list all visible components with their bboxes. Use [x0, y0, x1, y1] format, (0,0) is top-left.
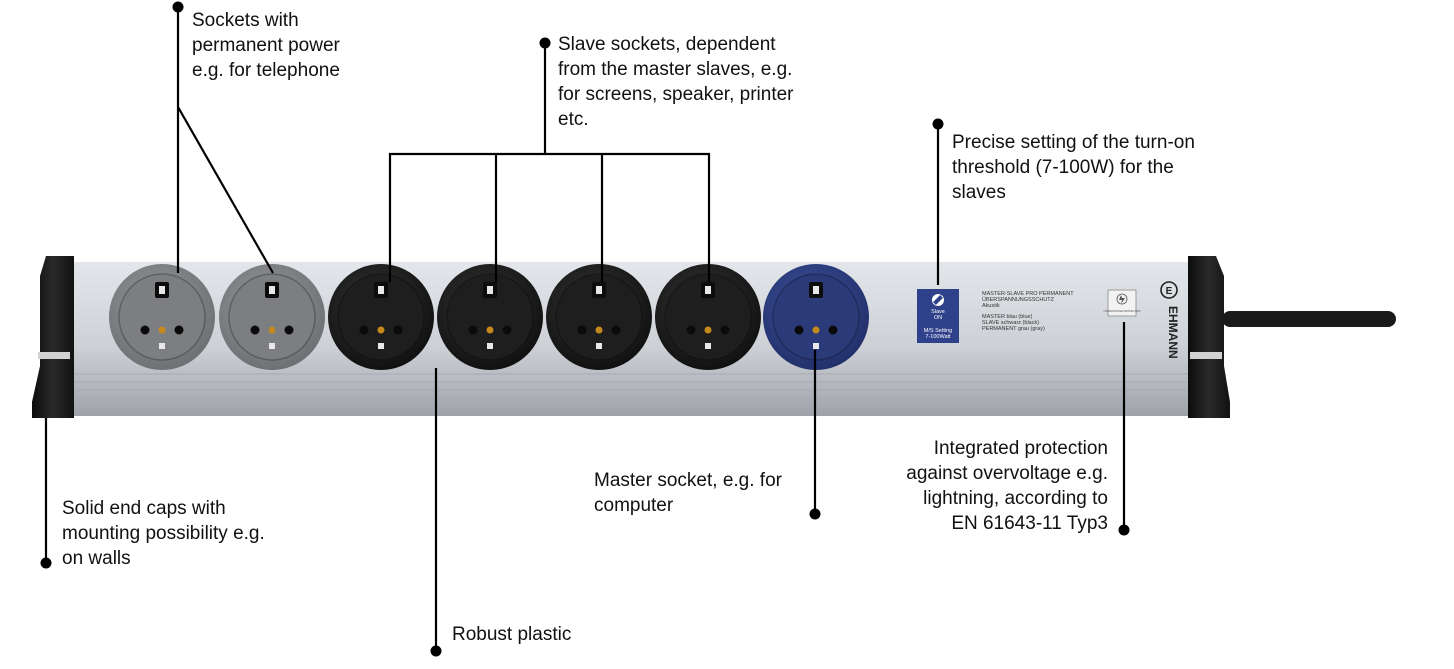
dot-plastic	[430, 645, 442, 657]
label-line-3: Akustik	[982, 303, 1000, 309]
lightning-icon	[1116, 293, 1128, 305]
dot-threshold	[932, 118, 944, 130]
socket-permanent-2	[219, 264, 325, 370]
threshold-dial-panel: Slave ON M/S Setting 7-100Watt	[917, 289, 959, 343]
brand-name: EHMANN	[1166, 306, 1180, 359]
socket-master-7	[763, 264, 869, 370]
socket-slave-6	[655, 264, 761, 370]
label-line-2: ÜBERSPANNUNGSSCHUTZ	[982, 296, 1055, 303]
dial-label-3: M/S Setting	[924, 328, 952, 334]
right-end-cap-mount-slot	[1190, 352, 1222, 359]
label-line-1: MASTER-SLAVE PRO PERMANENT	[982, 291, 1074, 297]
leader-permanent-branch	[177, 106, 274, 274]
socket-slave-3	[328, 264, 434, 370]
dial-label-1: Slave	[931, 309, 945, 315]
left-end-cap-mount-slot	[38, 352, 70, 359]
product-label-block: MASTER-SLAVE PRO PERMANENT ÜBERSPANNUNGS…	[982, 291, 1074, 332]
dot-endcaps	[40, 557, 52, 569]
callout-permanent-sockets: Sockets with permanent power e.g. for te…	[192, 10, 340, 81]
right-end-cap	[1188, 256, 1230, 418]
dot-master	[809, 508, 821, 520]
overvoltage-protection-badge: OVERVOLTAGE PROTECTION	[1104, 289, 1141, 317]
label-line-4: MASTER blau (blue)	[982, 314, 1033, 320]
leader-dots	[40, 1, 1130, 657]
callout-master-socket: Master socket, e.g. for computer	[594, 470, 782, 516]
brand-mark: E EHMANN	[1160, 281, 1180, 359]
callout-robust-plastic: Robust plastic	[452, 624, 572, 645]
leader-slave-bar	[388, 152, 711, 282]
callout-end-caps: Solid end caps with mounting possibility…	[62, 498, 265, 569]
socket-slave-4	[437, 264, 543, 370]
dot-slave	[539, 37, 551, 49]
callout-overvoltage-protection: Integrated protection against overvoltag…	[906, 438, 1108, 534]
callout-threshold-setting: Precise setting of the turn-on threshold…	[952, 132, 1195, 203]
label-line-6: PERMANENT grau (gray)	[982, 326, 1045, 332]
body-grooves	[58, 373, 1216, 407]
socket-permanent-1	[109, 264, 215, 370]
dial-label-4: 7-100Watt	[925, 334, 951, 340]
dot-permanent	[172, 1, 184, 13]
socket-row	[109, 264, 869, 370]
brand-logo-icon	[1160, 281, 1178, 299]
callout-slave-sockets: Slave sockets, dependent from the master…	[558, 34, 794, 130]
left-end-cap	[32, 256, 74, 418]
brand-logo-letter: E	[1166, 286, 1173, 297]
dial-label-2: ON	[934, 315, 942, 321]
protection-badge-text: OVERVOLTAGE PROTECTION	[1104, 309, 1141, 313]
dot-protection	[1118, 524, 1130, 536]
leader-lines	[44, 8, 1126, 651]
label-line-5: SLAVE schwarz (black)	[982, 320, 1039, 326]
power-cable	[1222, 311, 1396, 327]
socket-slave-5	[546, 264, 652, 370]
